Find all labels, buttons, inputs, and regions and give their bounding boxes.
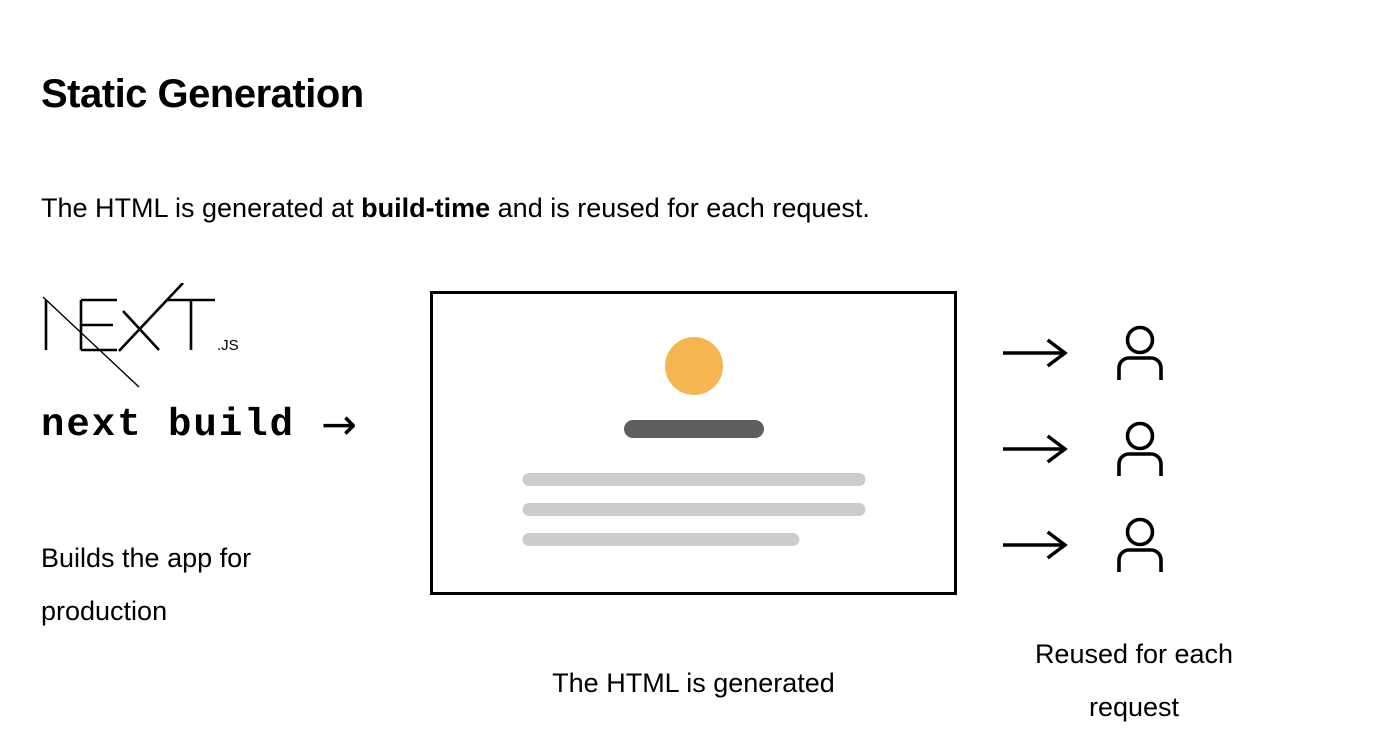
page-title: Static Generation <box>41 71 364 116</box>
arrow-right-icon: → <box>321 400 358 450</box>
mock-avatar-circle <box>664 337 723 395</box>
arrow-right-icon <box>1003 338 1068 368</box>
user-icon <box>1117 421 1163 476</box>
build-caption: Builds the app for production <box>41 543 252 626</box>
build-stage-column: .JS <box>41 283 411 391</box>
nextjs-logo: .JS <box>42 283 239 388</box>
request-list <box>1001 305 1169 593</box>
mock-text-line <box>522 533 800 546</box>
mock-text-lines <box>522 473 865 546</box>
generated-page-mock-inner <box>433 294 954 592</box>
subtitle-text-before: The HTML is generated at <box>41 193 362 223</box>
generated-page-caption: The HTML is generated <box>552 668 835 698</box>
request-row <box>1001 401 1169 497</box>
nextjs-logo-suffix: .JS <box>217 337 239 354</box>
subtitle-text-after: and is reused for each request. <box>490 193 870 223</box>
mock-title-bar <box>623 420 764 438</box>
build-command-text: next build <box>41 403 296 447</box>
request-row <box>1001 305 1169 401</box>
requests-caption: Reused for each request <box>1034 639 1234 722</box>
build-command-row: next build → <box>41 404 357 447</box>
subtitle-emphasis: build-time <box>361 193 491 223</box>
request-row <box>1001 497 1169 593</box>
generated-page-mock <box>430 291 957 595</box>
arrow-right-icon <box>1003 434 1068 464</box>
user-icon <box>1117 325 1163 380</box>
page-subtitle: The HTML is generated at build-time and … <box>41 192 870 226</box>
user-icon <box>1117 517 1163 572</box>
mock-text-line <box>522 473 865 486</box>
arrow-right-icon <box>1003 530 1068 560</box>
mock-text-line <box>522 503 865 516</box>
